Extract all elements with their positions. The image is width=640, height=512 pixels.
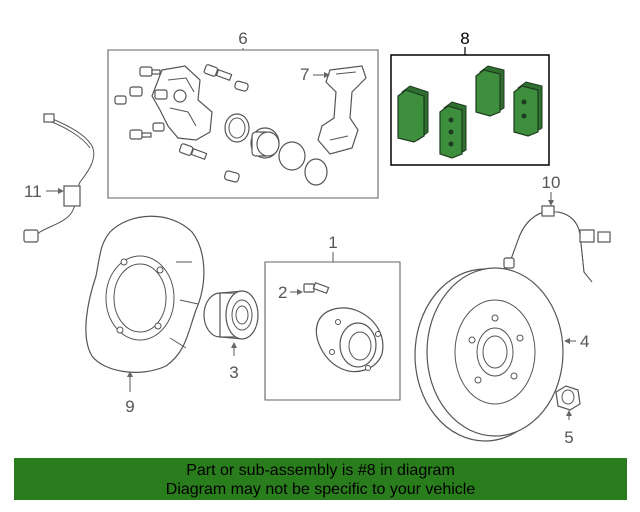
caliper-bracket [317, 65, 367, 155]
hub-nut[interactable]: 5 [555, 385, 581, 447]
callout-4: 4 [580, 332, 589, 351]
callout-8: 8 [460, 29, 469, 48]
brake-pad-1 [397, 85, 429, 143]
callout-7: 7 [300, 65, 309, 84]
callout-1: 1 [328, 233, 337, 252]
caliper-body [151, 65, 213, 141]
banner-line-2: Diagram may not be specific to your vehi… [165, 481, 476, 498]
brake-hose[interactable]: 10 [503, 173, 611, 283]
brake-pad-2 [439, 101, 467, 159]
banner-line-1: Part or sub-assembly is #8 in diagram [186, 462, 455, 479]
parts-diagram: 6 7 8 [23, 29, 611, 447]
callout-5: 5 [564, 428, 573, 447]
callout-3: 3 [229, 363, 238, 382]
dust-shield[interactable]: 9 [85, 215, 205, 416]
callout-2: 2 [278, 283, 287, 302]
info-banner: Part or sub-assembly is #8 in diagram Di… [14, 458, 627, 500]
brake-pad-3 [475, 65, 505, 117]
wheel-bearing[interactable]: 3 [203, 290, 259, 382]
hub-flange [315, 307, 384, 373]
brake-pad-4 [513, 81, 543, 137]
caliper-bolts [114, 66, 165, 140]
slide-pins [178, 64, 249, 183]
piston-and-seals [224, 113, 328, 186]
caliper-assembly-group[interactable]: 6 7 [107, 29, 379, 199]
hub-assembly-group[interactable]: 1 2 [264, 233, 401, 401]
callout-9: 9 [125, 397, 134, 416]
abs-sensor-wire[interactable]: 11 [23, 113, 95, 243]
brake-rotor[interactable]: 4 [414, 267, 589, 442]
hub-stud [303, 282, 330, 294]
callout-10: 10 [542, 173, 561, 192]
callout-11: 11 [24, 182, 42, 201]
brake-pad-group[interactable]: 8 [390, 29, 550, 166]
callout-6: 6 [238, 29, 247, 48]
